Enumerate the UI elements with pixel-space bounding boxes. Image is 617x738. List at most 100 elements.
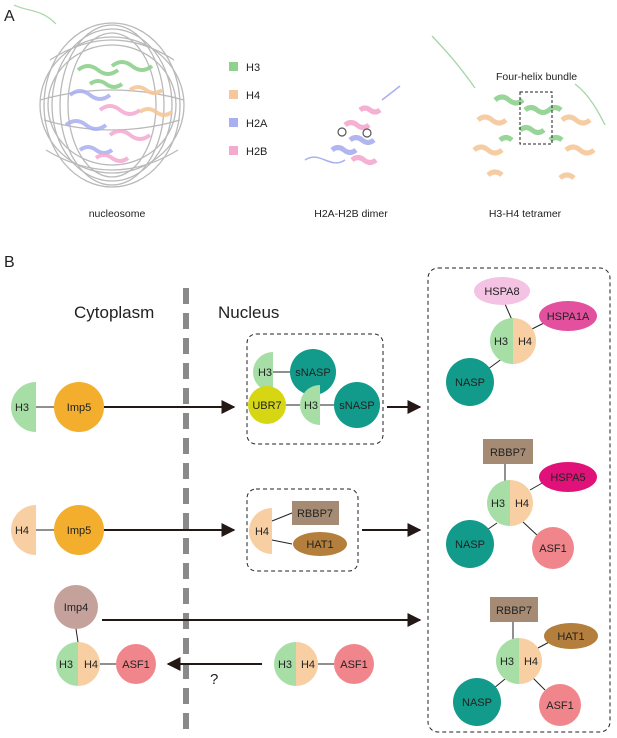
caption-nucleosome: nucleosome: [89, 208, 146, 220]
h3-half-disc: [253, 352, 273, 392]
h3-half-disc: [300, 385, 320, 425]
imp5-label: Imp5: [67, 402, 91, 414]
asf1-node: [539, 684, 581, 726]
legend-label-h3: H3: [246, 62, 260, 74]
nucleosome-structure: [13, 4, 185, 188]
final-complex-1: HSPA8 HSPA1A H3 H4 NASP: [446, 277, 597, 406]
h3-half-disc: [490, 318, 513, 364]
legend-swatch-h2a: [229, 118, 238, 127]
legend-swatch-h3: [229, 62, 238, 71]
imp5-label: Imp5: [67, 525, 91, 537]
h3-label: H3: [500, 656, 514, 668]
asf1-node: [116, 644, 156, 684]
nasp-node: [446, 520, 494, 568]
h3-half-disc: [56, 642, 78, 686]
legend-label-h2b: H2B: [246, 146, 267, 158]
h3-label: H3: [59, 659, 73, 671]
asf1-label: ASF1: [340, 659, 368, 671]
nasp-label: NASP: [455, 539, 485, 551]
rbbp7-node: [292, 501, 339, 525]
ubr7-node: [248, 386, 286, 424]
hspa1a-label: HSPA1A: [547, 311, 590, 323]
imp4-label: Imp4: [64, 602, 88, 614]
nasp-label: NASP: [455, 377, 485, 389]
hspa1a-node: [539, 301, 597, 331]
final-complexes-box: [427, 267, 611, 733]
h3-label: H3: [491, 498, 505, 510]
snasp-node: [290, 349, 336, 395]
h4-half-disc: [11, 505, 36, 555]
four-helix-bundle-caption: Four-helix bundle: [496, 71, 577, 83]
panel-a-label: A: [4, 8, 15, 25]
caption-h3-h4-tetramer: H3-H4 tetramer: [489, 208, 562, 220]
asf1-node: [334, 644, 374, 684]
legend-label-h4: H4: [246, 90, 260, 102]
final-complex-2: RBBP7 HSPA5 H3 H4 NASP ASF1: [446, 439, 597, 569]
question-mark: ?: [210, 671, 218, 688]
h3-label: H3: [278, 659, 292, 671]
h3-half-disc: [11, 382, 36, 432]
hspa8-label: HSPA8: [484, 286, 519, 298]
h2a-h2b-dimer-structure: [304, 85, 401, 165]
rbbp7-label: RBBP7: [490, 447, 526, 459]
rbbp7-label: RBBP7: [297, 508, 333, 520]
panel-b-label: B: [4, 254, 15, 271]
hat1-node: [293, 532, 347, 556]
asf1-label: ASF1: [546, 700, 574, 712]
h4-half-disc: [513, 318, 536, 364]
imp5-node: [54, 505, 104, 555]
rbbp7-label: RBBP7: [496, 605, 532, 617]
hat1-label: HAT1: [306, 539, 333, 551]
h4-complex-box: [246, 488, 359, 572]
hat1-label: HAT1: [557, 631, 584, 643]
h3-half-disc: [496, 638, 519, 684]
hspa8-node: [474, 277, 530, 305]
h4-half-disc: [296, 642, 318, 686]
h4-half-disc: [519, 638, 542, 684]
legend-swatch-h2b: [229, 146, 238, 155]
snasp-label: sNASP: [339, 400, 374, 412]
h3-half-disc: [487, 480, 510, 526]
imp5-node: [54, 382, 104, 432]
h3-h4-tetramer-structure: Four-helix bundle: [431, 35, 606, 180]
imp4-node: [54, 585, 98, 629]
hat1-node: [544, 623, 598, 649]
cytoplasm-label: Cytoplasm: [74, 303, 154, 322]
legend-label-h2a: H2A: [246, 118, 268, 130]
snasp-label: sNASP: [295, 367, 330, 379]
asf1-node: [532, 527, 574, 569]
nucleus-label: Nucleus: [218, 303, 279, 322]
four-helix-bundle-box: [519, 91, 553, 145]
ubr7-label: UBR7: [252, 400, 281, 412]
h4-label: H4: [301, 659, 315, 671]
asf1-label: ASF1: [122, 659, 150, 671]
rbbp7-node: [490, 597, 538, 622]
nasp-node: [446, 358, 494, 406]
legend-swatch-h4: [229, 90, 238, 99]
color-legend: H3 H4 H2A H2B: [229, 62, 268, 158]
h3-label: H3: [304, 400, 318, 412]
h4-half-disc: [78, 642, 100, 686]
h3-label: H3: [15, 402, 29, 414]
h3-complex-box: [246, 333, 384, 445]
snasp-node: [334, 382, 380, 428]
hspa5-label: HSPA5: [550, 472, 585, 484]
h4-label: H4: [255, 526, 269, 538]
nasp-label: NASP: [462, 697, 492, 709]
h3-half-disc: [274, 642, 296, 686]
h4-label: H4: [518, 336, 532, 348]
h4-half-disc: [249, 508, 272, 554]
caption-h2a-h2b-dimer: H2A-H2B dimer: [314, 208, 388, 220]
h3-label: H3: [494, 336, 508, 348]
h4-label: H4: [15, 525, 29, 537]
final-complex-3: RBBP7 HAT1 H3 H4 NASP ASF1: [453, 597, 598, 726]
rbbp7-node: [483, 439, 533, 464]
h4-label: H4: [84, 659, 98, 671]
asf1-label: ASF1: [539, 543, 567, 555]
h3-label: H3: [258, 367, 272, 379]
h4-half-disc: [510, 480, 533, 526]
hspa5-node: [539, 462, 597, 492]
h4-label: H4: [524, 656, 538, 668]
nasp-node: [453, 678, 501, 726]
